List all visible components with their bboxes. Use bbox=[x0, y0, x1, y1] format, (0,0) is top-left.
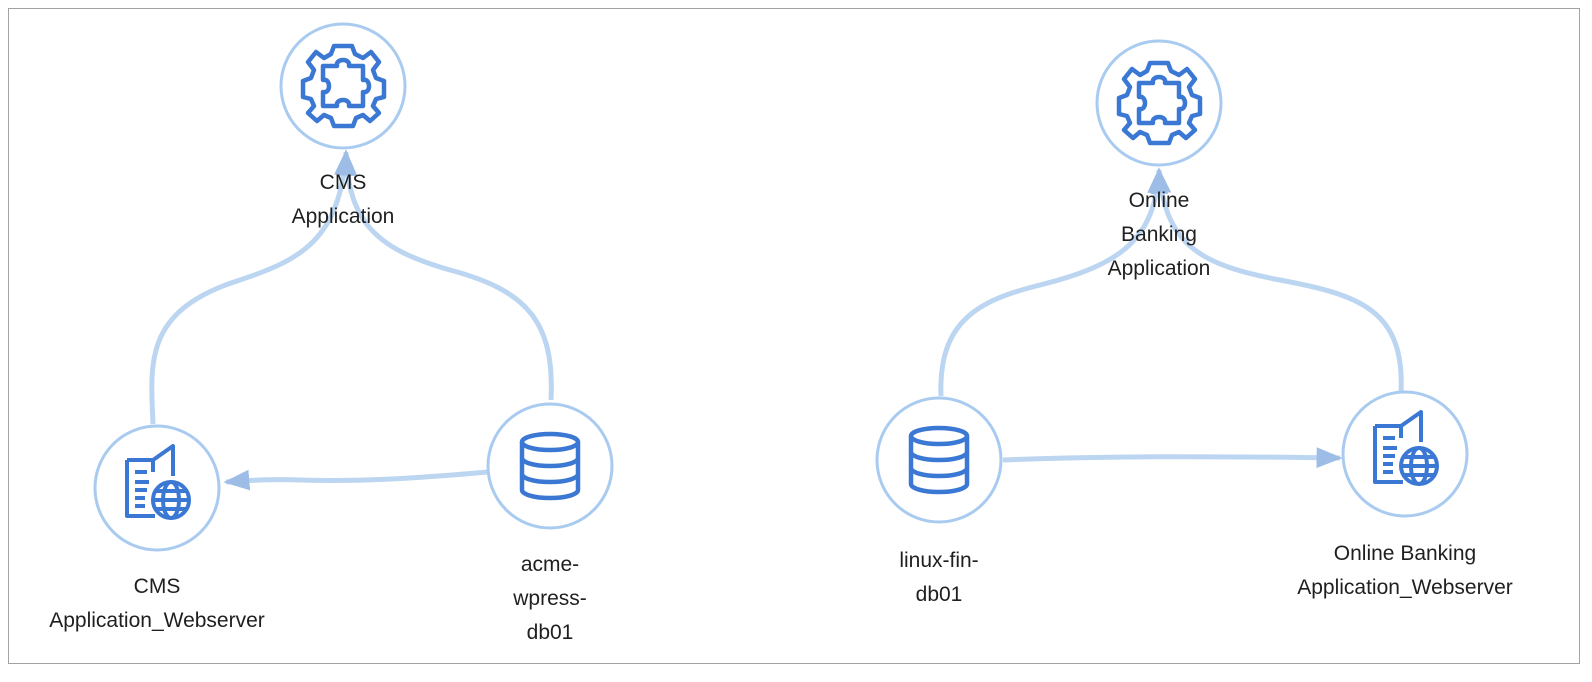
edge-acme-db-to-cms-app bbox=[336, 149, 554, 401]
node-label-line: Application_Webserver bbox=[49, 609, 265, 632]
node-label-line: acme- bbox=[521, 553, 579, 576]
node-acme-wpress-db01[interactable]: acme- wpress- db01 bbox=[486, 402, 614, 644]
node-label-line: Application bbox=[1108, 257, 1211, 280]
node-label-line: db01 bbox=[527, 621, 574, 644]
edge-ob-web-to-ob-app bbox=[1150, 167, 1404, 394]
node-online-banking-application-webserver[interactable]: Online Banking Application_Webserver bbox=[1297, 390, 1513, 599]
node-label-line: Online bbox=[1129, 189, 1190, 212]
node-cms-application-webserver[interactable]: CMS Application_Webserver bbox=[49, 424, 265, 632]
node-online-banking-application[interactable]: Online Banking Application bbox=[1095, 39, 1223, 280]
diagram-frame bbox=[8, 8, 1580, 664]
node-label-line: wpress- bbox=[512, 587, 587, 610]
node-label-line: Application_Webserver bbox=[1297, 576, 1513, 599]
node-linux-fin-db01[interactable]: linux-fin- db01 bbox=[875, 396, 1003, 606]
edge-cms-web-to-cms-app bbox=[149, 149, 355, 425]
edge-acme-db-to-cms-web bbox=[223, 469, 489, 491]
node-label-line: db01 bbox=[916, 583, 963, 606]
node-label-line: Online Banking bbox=[1334, 542, 1476, 565]
node-label-line: linux-fin- bbox=[899, 549, 978, 572]
node-label-line: Application bbox=[292, 205, 395, 228]
edge-linux-db-to-ob-app bbox=[938, 167, 1169, 397]
node-label-line: CMS bbox=[320, 171, 367, 194]
node-label-line: Banking bbox=[1121, 223, 1197, 246]
edge-linux-db-to-ob-web bbox=[1002, 447, 1343, 469]
node-cms-application[interactable]: CMS Application bbox=[279, 22, 407, 228]
node-label-line: CMS bbox=[134, 575, 181, 598]
